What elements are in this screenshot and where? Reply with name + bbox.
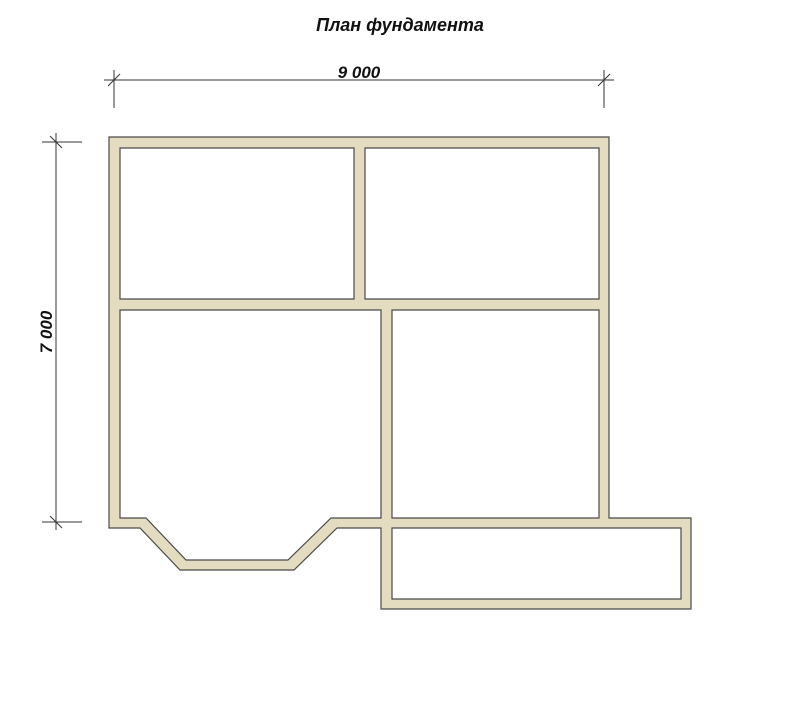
width-dimension bbox=[104, 70, 614, 108]
height-tick-top bbox=[49, 135, 63, 149]
width-tick-left bbox=[107, 73, 121, 87]
foundation-walls bbox=[108, 136, 692, 610]
width-dimension-label: 9 000 bbox=[338, 63, 381, 82]
plan-title: План фундамента bbox=[316, 15, 484, 35]
width-tick-right bbox=[597, 73, 611, 87]
height-tick-bottom bbox=[49, 515, 63, 529]
height-dimension-label: 7 000 bbox=[37, 310, 56, 353]
height-dimension bbox=[42, 133, 82, 530]
